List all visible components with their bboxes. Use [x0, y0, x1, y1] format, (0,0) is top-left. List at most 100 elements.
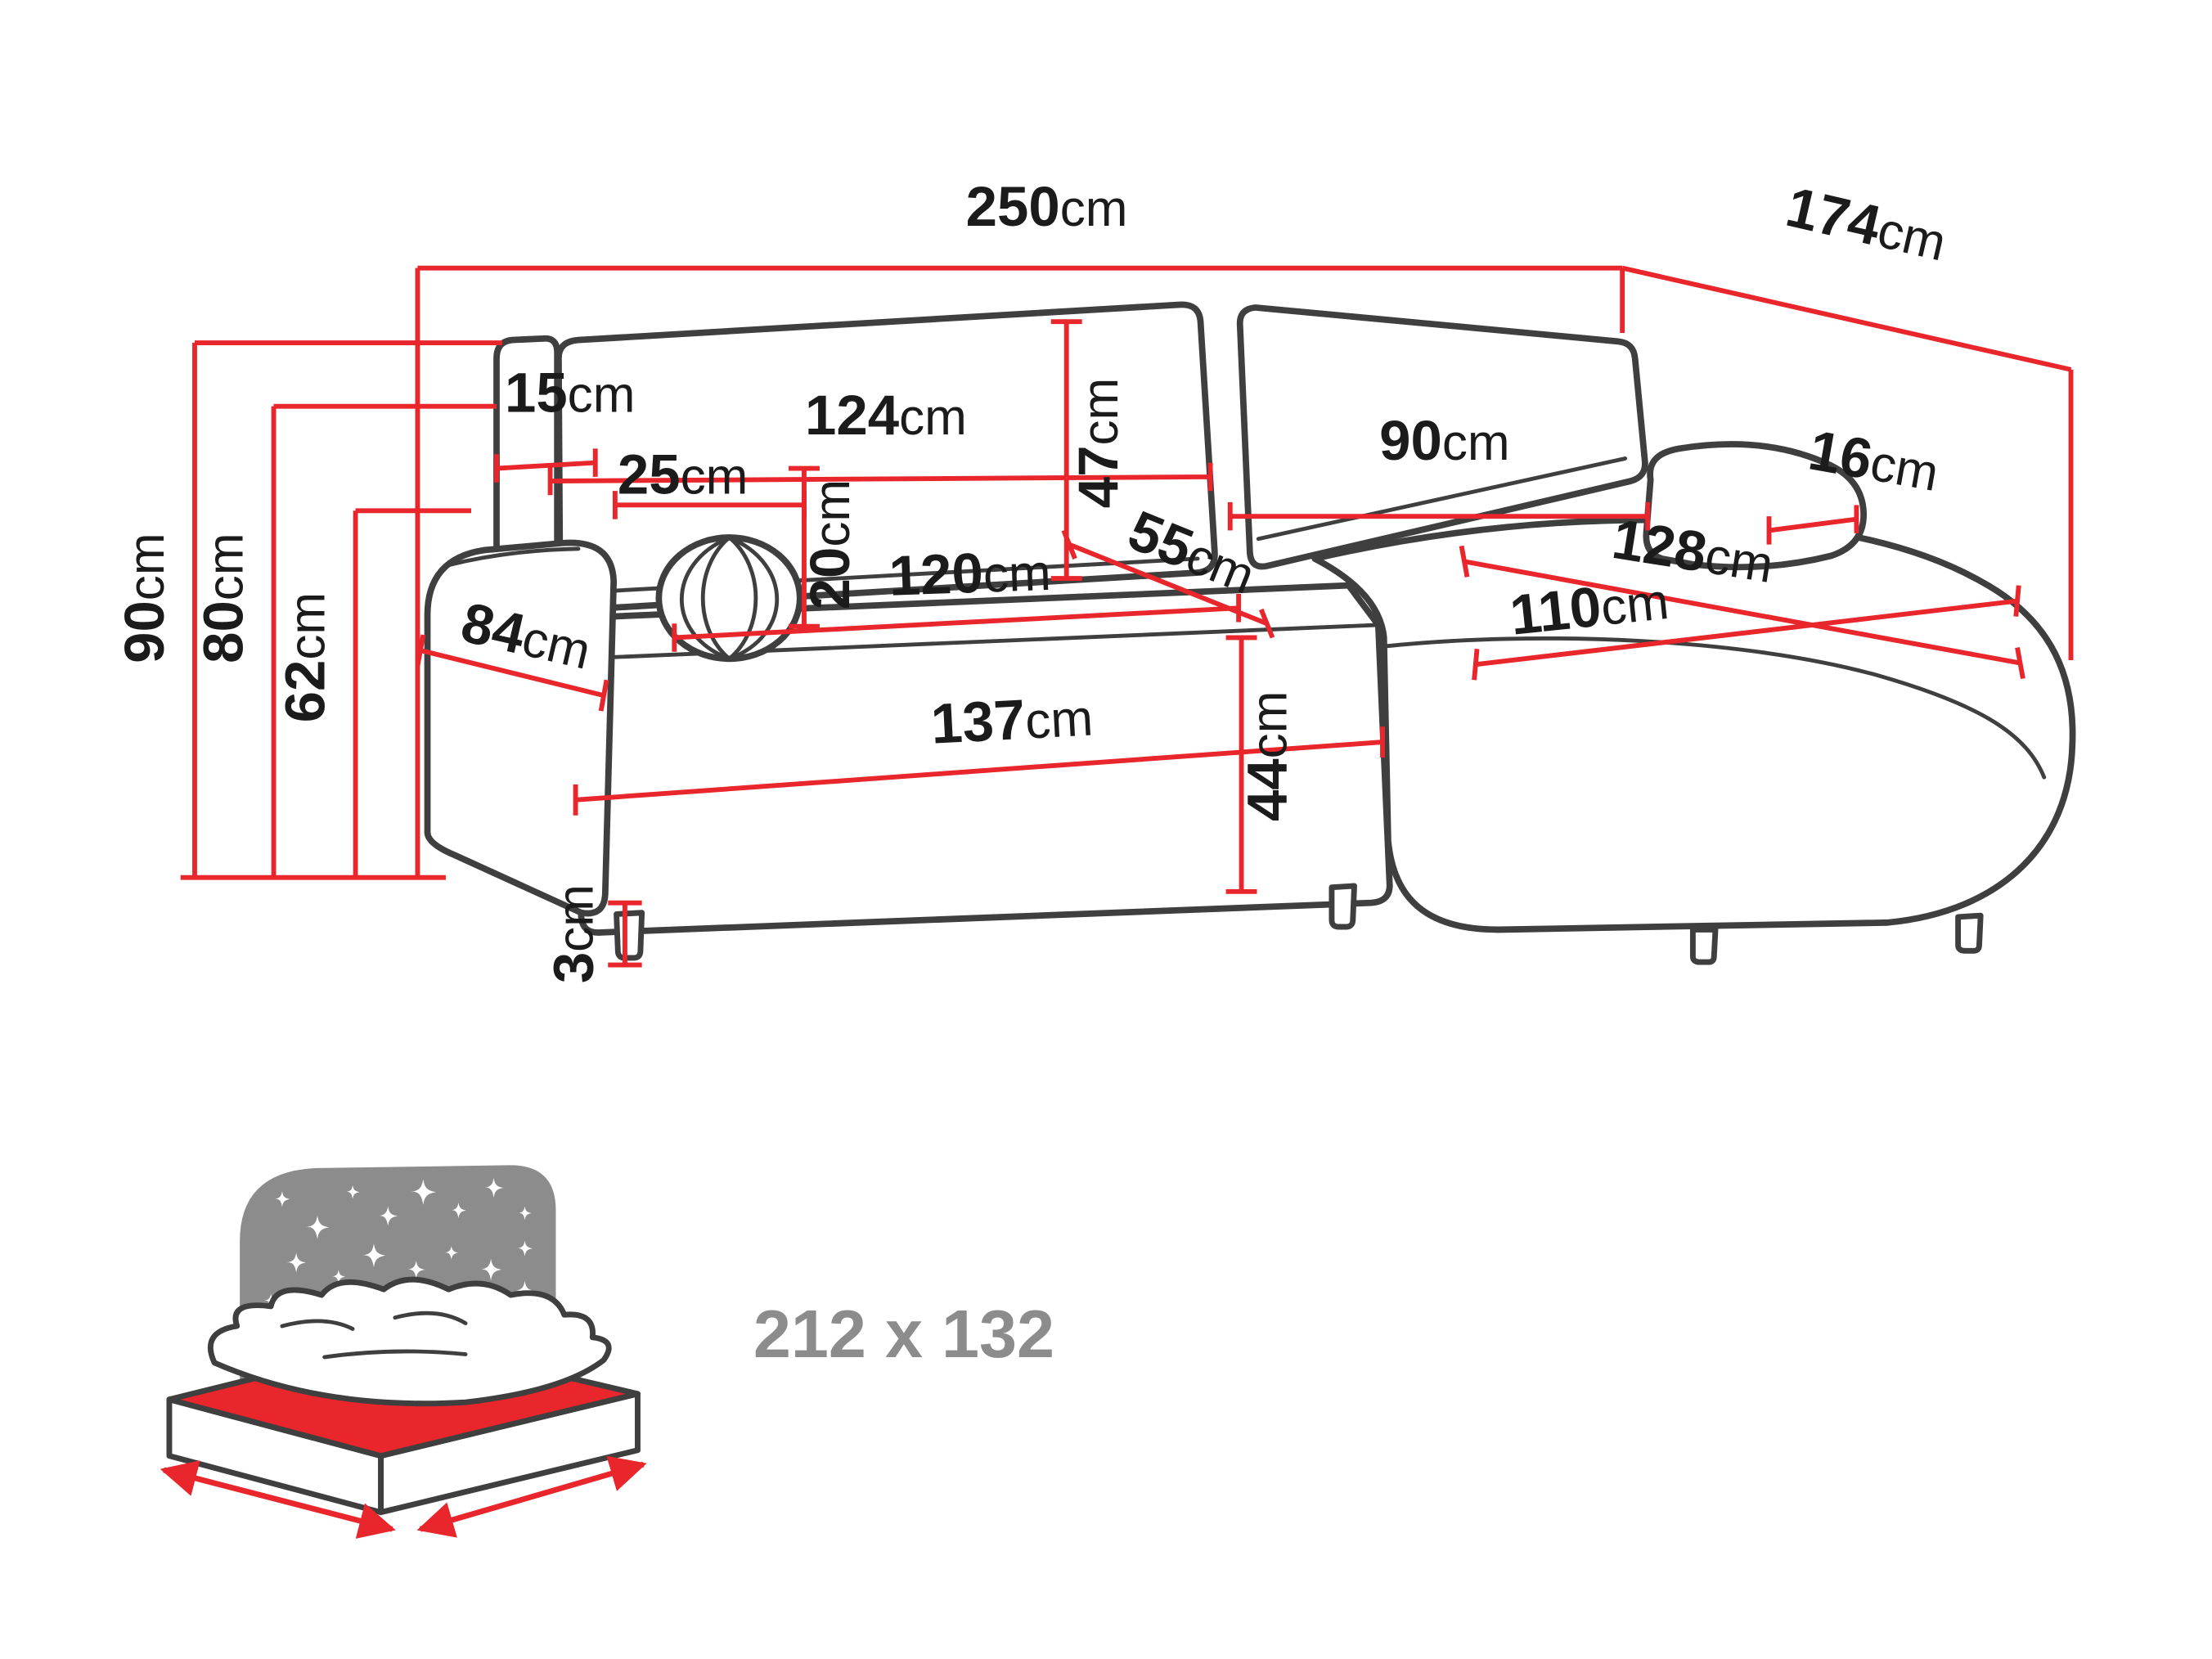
dim-label-right-backrest-width: 90cm: [1379, 409, 1509, 472]
dim-line-seat-width: [672, 594, 1242, 652]
unit: cm: [1873, 202, 1951, 272]
left-armrest-seam: [443, 546, 581, 568]
unit: cm: [198, 533, 254, 600]
value: 44: [1236, 758, 1299, 821]
dim-line-front-seat-width: [573, 726, 1385, 816]
dim-label-overall-height: 90cm: [113, 533, 176, 663]
dim-label-seat-width: 120cm: [888, 539, 1051, 608]
dim-label-chaise-length: 128cm: [1608, 507, 1778, 595]
unit: cm: [1442, 415, 1510, 471]
dim-label-left-backrest-width: 124cm: [805, 384, 967, 447]
chaise-seat-seam: [1384, 636, 2047, 780]
dim-leg-height: 3cm: [542, 884, 642, 983]
dim-line-right-backrest-width: [1227, 501, 1651, 531]
unit: cm: [899, 389, 967, 446]
dim-label-seat-height: 44cm: [1236, 691, 1299, 821]
dim-line-pillow-height: [788, 465, 820, 629]
bed-icon: [160, 1165, 647, 1539]
value: 47: [1067, 446, 1130, 509]
seat-block: [570, 582, 1393, 936]
dim-label-right-armrest-width: 16cm: [1805, 418, 1944, 503]
value: 128: [1608, 507, 1711, 584]
bed-dimension-arrows: [160, 1455, 647, 1539]
round-pillow: [655, 534, 803, 663]
value: 25: [618, 443, 681, 506]
dim-line-chaise-length: [1459, 545, 2025, 680]
value: 110: [1507, 575, 1604, 647]
value: 16: [1805, 418, 1877, 491]
dim-right-backrest-width: 90cm: [1227, 409, 1651, 531]
dim-label-backrest-height: 80cm: [192, 533, 255, 663]
dim-line-back-post-width: [494, 448, 598, 483]
right-backrest-seam: [1256, 456, 1628, 542]
back-post: [493, 335, 561, 568]
leg-front-left: [614, 910, 645, 961]
unit: cm: [547, 884, 604, 952]
leg-chaise-right: [1955, 912, 1984, 954]
dim-line-armrest-height: [353, 508, 471, 878]
value: 62: [274, 660, 337, 723]
dim-line-left-backrest-width: [547, 462, 1213, 496]
dim-label-total-width: 250cm: [966, 175, 1128, 238]
dim-label-leg-height: 3cm: [542, 884, 605, 983]
sofa-drawing: [424, 301, 2076, 965]
left-armrest: [424, 539, 618, 917]
value: 90: [1379, 409, 1442, 472]
dim-seat-height: 44cm: [1225, 635, 1299, 894]
dim-line-chaise-width: [1472, 585, 2021, 681]
dimension-annotations: 250cm 174cm 90cm 80cm 62cm 15cm: [113, 175, 2074, 983]
dim-backrest-cushion-height: 47cm: [1050, 319, 1130, 581]
dim-line-backrest-height: [271, 403, 497, 878]
dim-back-post-width: 15cm: [494, 362, 635, 483]
dim-front-seat-width: 137 cm: [573, 685, 1385, 816]
dim-overall-height: 90cm: [113, 340, 502, 880]
duvet-blob: [208, 1276, 612, 1407]
dim-line-armrest-depth: [415, 634, 609, 712]
unit: cm: [1702, 528, 1778, 594]
value: 15: [505, 362, 568, 425]
dim-pillow-height: 20cm: [788, 465, 861, 629]
right-backrest: [1236, 304, 1648, 570]
value: 250: [966, 175, 1060, 238]
dim-label-back-post-width: 15cm: [505, 362, 635, 425]
value: 3: [542, 952, 605, 983]
dim-seat-width: 120cm: [672, 539, 1242, 652]
value: 20: [798, 547, 861, 610]
unit: cm: [1072, 378, 1129, 446]
bed-depth-arrow: [416, 1455, 647, 1538]
leg-front-middle: [1329, 883, 1357, 930]
unit: cm: [681, 449, 749, 506]
value: 80: [192, 600, 255, 663]
pillow-seam: [679, 535, 780, 661]
unit: cm: [804, 479, 861, 547]
duvet-folds: [280, 1311, 468, 1360]
value: 84: [456, 591, 531, 666]
bed-width-arrow: [160, 1460, 396, 1539]
value: 174: [1781, 175, 1886, 258]
dim-total-depth: 174cm: [1621, 175, 2074, 661]
unit: cm: [1060, 181, 1128, 237]
unit: cm: [119, 533, 175, 600]
dim-backrest-height: 80cm: [192, 403, 497, 878]
unit: cm: [982, 545, 1052, 604]
dim-label-front-seat-width: 137cm: [929, 685, 1095, 756]
dim-chaise-width: 110cm: [1472, 568, 2021, 681]
unit: cm: [1598, 573, 1672, 636]
unit: cm: [1866, 435, 1942, 502]
dim-line-seat-height: [1225, 635, 1257, 894]
dim-line-seat-depth: [1061, 529, 1275, 639]
dim-left-backrest-width: 124cm: [547, 384, 1213, 496]
unit: cm: [1242, 691, 1298, 759]
dim-pillow-width: 25cm: [612, 443, 807, 519]
dim-label-pillow-width: 25cm: [618, 443, 748, 506]
value: 124: [805, 384, 899, 447]
dim-line-right-armrest-width: [1766, 505, 1859, 545]
value: 120: [888, 542, 984, 608]
dim-line-overall-height: [180, 340, 502, 880]
dim-label-chaise-width: 110cm: [1507, 568, 1671, 647]
dim-label-total-depth: 174cm: [1781, 175, 1953, 273]
value: 137: [929, 688, 1027, 756]
unit: cm: [568, 367, 636, 424]
